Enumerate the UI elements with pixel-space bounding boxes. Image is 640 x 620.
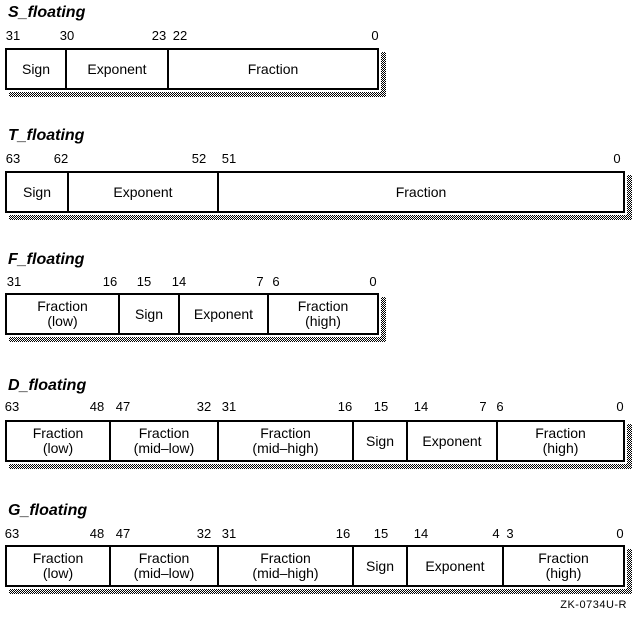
bit-number-row: 63 48 47 32 31 16 15 14 7 6 0 <box>0 400 640 414</box>
field-fraction-mid-high: Fraction(mid–high) <box>219 547 354 585</box>
bit-label: 47 <box>115 526 131 541</box>
bit-label: 14 <box>413 526 429 541</box>
box-shadow-right <box>627 424 632 469</box>
bit-label: 51 <box>221 151 237 166</box>
bit-field-box: Fraction(low) Fraction(mid–low) Fraction… <box>5 545 632 594</box>
bit-label: 14 <box>171 274 187 289</box>
bit-label: 31 <box>6 274 22 289</box>
bit-label: 22 <box>172 28 188 43</box>
field-exponent: Exponent <box>67 50 169 88</box>
field-fraction-mid-low: Fraction(mid–low) <box>111 422 219 460</box>
bit-number-row: 31 30 23 22 0 <box>0 29 640 43</box>
bit-label: 14 <box>413 399 429 414</box>
bit-field-box: Fraction(low) Fraction(mid–low) Fraction… <box>5 420 632 469</box>
field-exponent: Exponent <box>408 422 498 460</box>
bit-label: 15 <box>136 274 152 289</box>
diagram-title: D_floating <box>8 377 87 394</box>
field-sign: Sign <box>7 173 69 211</box>
field-fraction-low: Fraction(low) <box>7 295 120 333</box>
bit-label: 0 <box>616 399 624 414</box>
bit-label: 31 <box>221 399 237 414</box>
bit-label: 48 <box>89 526 105 541</box>
box-shadow-bottom <box>9 337 386 342</box>
diagram-title: T_floating <box>8 127 85 144</box>
bit-label: 6 <box>496 399 504 414</box>
field-fraction-mid-high: Fraction(mid–high) <box>219 422 354 460</box>
field-exponent: Exponent <box>180 295 269 333</box>
bit-label: 48 <box>89 399 105 414</box>
bit-label: 0 <box>371 28 379 43</box>
bit-field-box: Fraction(low) Sign Exponent Fraction(hig… <box>5 293 386 342</box>
bit-label: 63 <box>4 399 20 414</box>
box-shadow-right <box>381 52 386 97</box>
bit-label: 16 <box>337 399 353 414</box>
bit-label: 32 <box>196 399 212 414</box>
box-shadow-bottom <box>9 589 632 594</box>
figure-reference-label: ZK-0734U-R <box>560 599 627 611</box>
bit-label: 4 <box>492 526 500 541</box>
field-sign: Sign <box>354 422 408 460</box>
field-fraction: Fraction <box>395 183 447 200</box>
bit-label: 15 <box>373 399 389 414</box>
bit-field-box: Sign Exponent Fraction <box>5 171 632 220</box>
bit-label: 47 <box>115 399 131 414</box>
field-fraction: Fraction <box>247 60 299 77</box>
bit-label: 16 <box>102 274 118 289</box>
field-exponent: Exponent <box>69 173 219 211</box>
field-sign: Sign <box>120 295 180 333</box>
box-shadow-right <box>627 549 632 594</box>
bit-label: 15 <box>373 526 389 541</box>
bit-label: 3 <box>506 526 514 541</box>
bit-number-row: 63 62 52 51 0 <box>0 152 640 166</box>
bit-number-row: 63 48 47 32 31 16 15 14 4 3 0 <box>0 527 640 541</box>
field-fraction-low: Fraction(low) <box>7 547 111 585</box>
bit-label: 52 <box>191 151 207 166</box>
bit-label: 31 <box>221 526 237 541</box>
box-shadow-bottom <box>9 464 632 469</box>
field-fraction-low: Fraction(low) <box>7 422 111 460</box>
field-sign: Sign <box>7 50 67 88</box>
bit-label: 63 <box>5 151 21 166</box>
bit-field-box: Sign Exponent Fraction <box>5 48 386 97</box>
bit-label: 6 <box>272 274 280 289</box>
diagram-title: G_floating <box>8 502 88 519</box>
bit-label: 7 <box>479 399 487 414</box>
diagram-title: F_floating <box>8 251 85 268</box>
diagram-title: S_floating <box>8 4 86 21</box>
bit-label: 30 <box>59 28 75 43</box>
field-fraction-mid-low: Fraction(mid–low) <box>111 547 219 585</box>
bit-label: 0 <box>613 151 621 166</box>
field-exponent: Exponent <box>408 547 504 585</box>
field-sign: Sign <box>354 547 408 585</box>
field-fraction-high: Fraction(high) <box>535 425 586 456</box>
box-shadow-right <box>381 297 386 342</box>
bit-label: 32 <box>196 526 212 541</box>
bit-label: 0 <box>369 274 377 289</box>
bit-label: 16 <box>335 526 351 541</box>
bit-label: 31 <box>5 28 21 43</box>
bit-number-row: 31 16 15 14 7 6 0 <box>0 275 640 289</box>
box-shadow-bottom <box>9 92 386 97</box>
bit-label: 23 <box>151 28 167 43</box>
bit-label: 63 <box>4 526 20 541</box>
bit-label: 7 <box>256 274 264 289</box>
field-fraction-high: Fraction(high) <box>538 550 589 581</box>
box-shadow-bottom <box>9 215 632 220</box>
bit-label: 62 <box>53 151 69 166</box>
field-fraction-high: Fraction(high) <box>297 298 349 329</box>
bit-label: 0 <box>616 526 624 541</box>
box-shadow-right <box>627 175 632 220</box>
